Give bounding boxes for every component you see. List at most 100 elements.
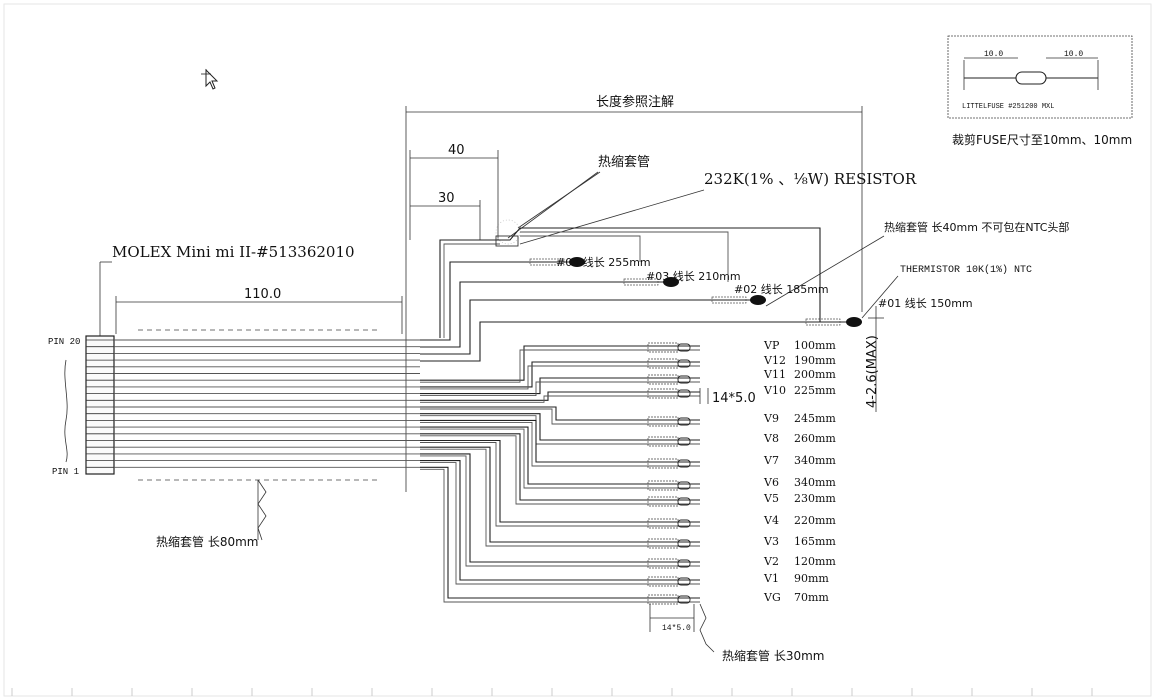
voltage-length: 70mm (794, 591, 829, 604)
fuse-right-dim: 10.0 (1064, 50, 1083, 59)
wire-terminal-blob (569, 257, 585, 267)
heatshrink-sleeve (647, 496, 679, 507)
voltage-name: VG (763, 591, 781, 604)
connector-body (85, 335, 115, 475)
fuse-detail: 10.0 10.0 LITTELFUSE #251200 MXL 裁剪FUSE尺… (947, 35, 1133, 147)
top-wire-label: #02 线长 185mm (734, 282, 829, 296)
top-wire (420, 321, 846, 362)
voltage-wire-shadow (420, 381, 700, 397)
top-wire-label: #01 线长 150mm (878, 296, 973, 310)
resistor-loop-wire (439, 227, 821, 338)
fuse-part-name: LITTELFUSE #251200 MXL (962, 103, 1054, 111)
heatshrink-sleeve (647, 416, 679, 427)
heatshrink-top-label: 热缩套管 (598, 154, 650, 170)
voltage-wire (420, 361, 700, 388)
dim-14x5-bottom-label: 14*5.0 (662, 624, 691, 633)
heatshrink-sleeve (647, 594, 679, 605)
voltage-name: V7 (763, 454, 779, 467)
heatshrink-sleeve (623, 278, 659, 286)
wire-terminal (677, 459, 691, 468)
fuse-detail-box (947, 35, 1133, 119)
voltage-wire-shadow (420, 462, 700, 585)
heatshrink-ntc: 热缩套管 长40mm 不可包在NTC头部 (765, 220, 1069, 307)
voltage-name: V10 (763, 384, 786, 397)
molex-connector: MOLEX Mini mi II-#513362010 PIN 20 PIN 1 (48, 243, 355, 477)
voltage-name: V9 (763, 412, 779, 425)
heatshrink-sleeve (805, 318, 841, 326)
voltage-length: 90mm (794, 572, 829, 585)
resistor-body (495, 235, 519, 247)
voltage-name: V4 (763, 514, 779, 527)
dim-110-label: 110.0 (244, 287, 281, 302)
heatshrink-top: 热缩套管 (495, 154, 650, 245)
heatshrink-sleeve (647, 342, 679, 353)
fuse-left-dim: 10.0 (984, 50, 1003, 59)
heatshrink-sleeve (647, 518, 679, 529)
dim-40-label: 40 (448, 143, 465, 158)
heatshrink-sleeve (647, 576, 679, 587)
wire-terminal (677, 389, 691, 398)
voltage-name: V8 (763, 432, 779, 445)
pin1-label: PIN 1 (52, 467, 79, 477)
voltage-wire-shadow (420, 421, 700, 467)
thermistor-annotation: THERMISTOR 10K(1%) NTC (861, 264, 1032, 319)
voltage-wire-shadow (420, 349, 700, 383)
wire-terminal (677, 577, 691, 586)
heatshrink-sleeve (647, 458, 679, 469)
voltage-wire (420, 345, 700, 381)
heatshrink-ntc-label: 热缩套管 长40mm 不可包在NTC头部 (884, 220, 1069, 234)
wire-terminal (677, 375, 691, 384)
voltage-name: V1 (763, 572, 779, 585)
dimension-110: 110.0 (115, 287, 403, 334)
resistor-branch (520, 235, 641, 262)
thermistor-label: THERMISTOR 10K(1%) NTC (900, 264, 1032, 276)
voltage-length: 260mm (794, 432, 836, 445)
voltage-wire-shadow (420, 448, 700, 547)
voltage-wire-shadow (420, 428, 700, 489)
dim-14x5-bottom: 14*5.0 热缩套管 长30mm (649, 603, 824, 663)
pin20-label: PIN 20 (48, 337, 80, 347)
wire-terminal (677, 595, 691, 604)
wire-terminal (677, 359, 691, 368)
voltage-length: 340mm (794, 476, 836, 489)
wire-terminal (677, 417, 691, 426)
voltage-wire-shadow (420, 455, 700, 567)
heatshrink-sleeve (647, 558, 679, 569)
voltage-length: 245mm (794, 412, 836, 425)
wire-terminal (677, 481, 691, 490)
heatshrink-sleeve (647, 388, 679, 399)
fuse-body (1015, 71, 1047, 85)
heatshrink-sleeve (647, 480, 679, 491)
voltage-wire-shadow (420, 435, 700, 505)
resistor-annotation: 232K(1% 、⅛W) RESISTOR (519, 170, 917, 245)
voltage-name: V2 (763, 555, 779, 568)
voltage-name: V3 (763, 535, 779, 548)
wire-terminal (677, 539, 691, 548)
voltage-length: 200mm (794, 368, 836, 381)
voltage-wire-shadow (420, 395, 700, 403)
voltage-wire (420, 377, 700, 395)
top-wire (420, 261, 570, 341)
resistor-label: 232K(1% 、⅛W) RESISTOR (704, 170, 917, 188)
voltage-name: V12 (763, 354, 786, 367)
resistor-lead (443, 243, 500, 338)
wire-terminal (677, 519, 691, 528)
voltage-wire (420, 433, 700, 501)
top-wire-label: #04 线长 255mm (556, 255, 651, 269)
bottom-ruler (11, 688, 1093, 696)
voltage-name: V11 (763, 368, 786, 381)
voltage-wire (420, 406, 700, 421)
heatshrink-sleeve (647, 436, 679, 447)
wire-terminal (677, 497, 691, 506)
dim-14x5-mid-label: 14*5.0 (712, 391, 756, 406)
voltage-wire (420, 419, 700, 463)
voltage-length: 225mm (794, 384, 836, 397)
heatshrink-80-label: 热缩套管 长80mm (156, 534, 258, 549)
connector-pins (86, 339, 114, 468)
top-wire-group: #04 线长 255mm#03 线长 210mm#02 线长 185mm#01 … (420, 227, 973, 362)
resistor-branch (520, 231, 729, 282)
length-reference-label: 长度参照注解 (596, 94, 674, 110)
voltage-wire (420, 426, 700, 485)
